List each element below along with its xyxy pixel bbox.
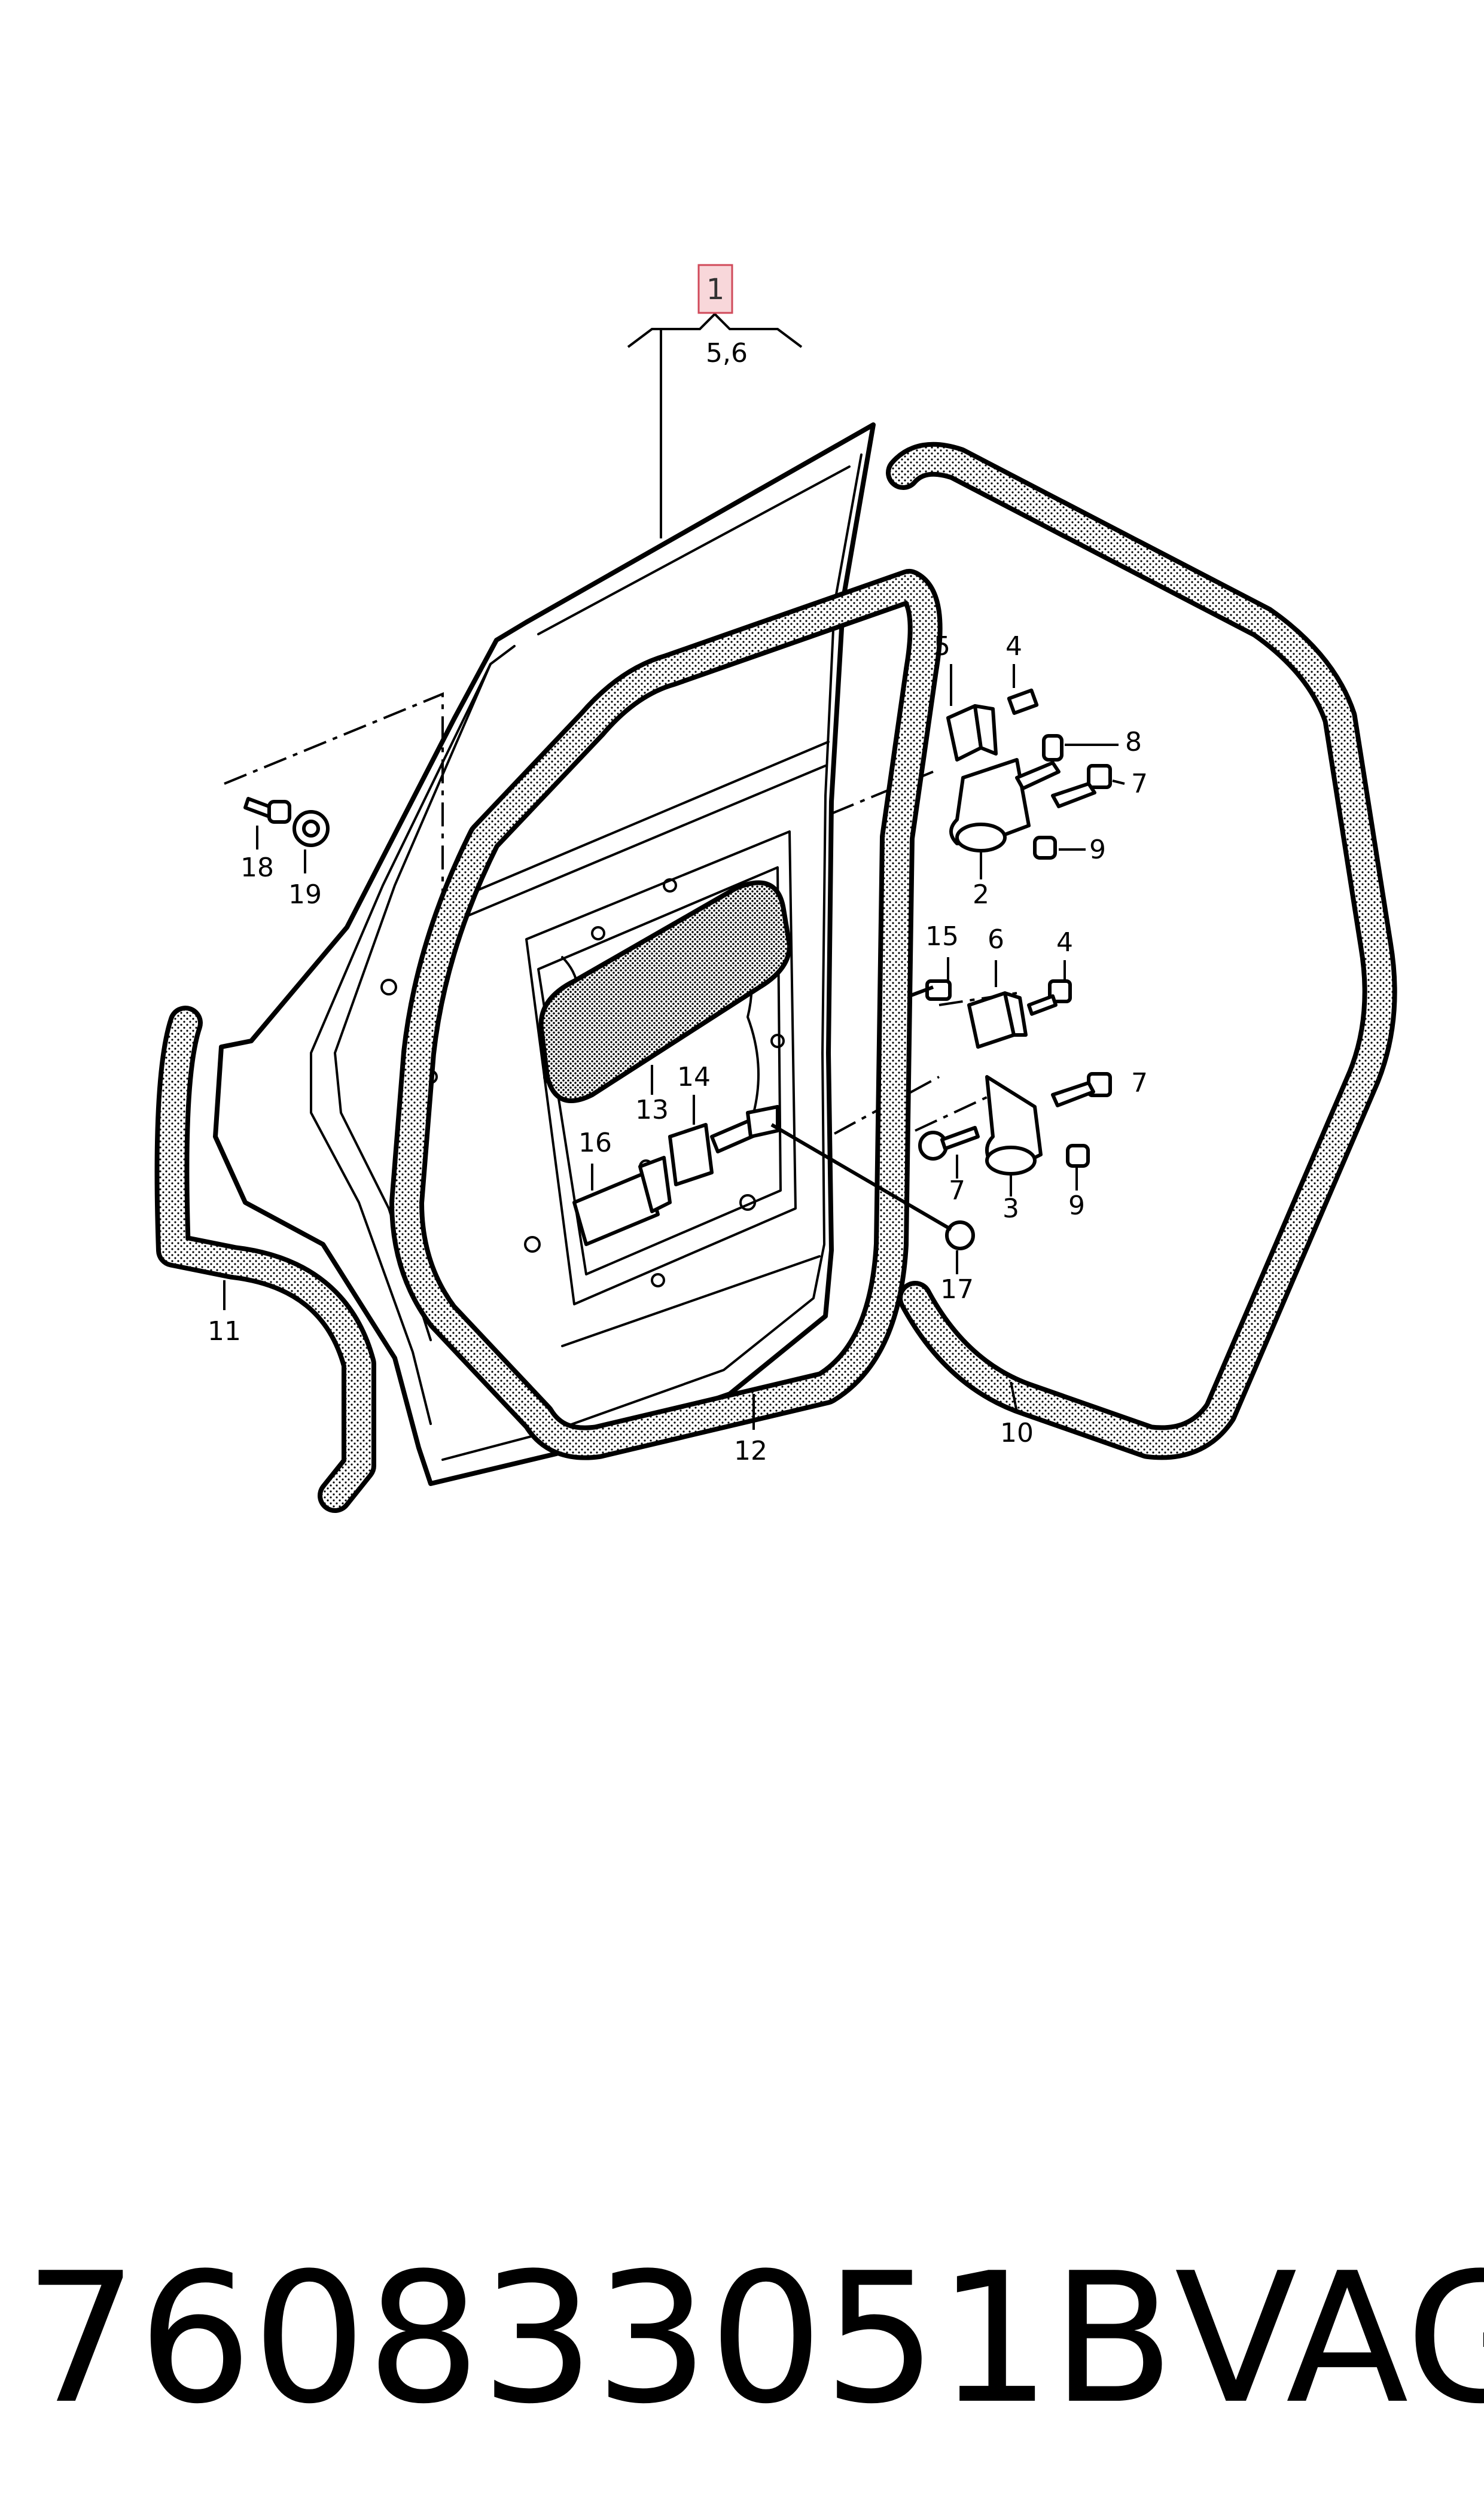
door-shell bbox=[213, 422, 876, 1486]
callout-7b: 7 bbox=[1131, 1068, 1148, 1098]
door-seal-12 bbox=[389, 569, 943, 1460]
callout-14: 14 bbox=[677, 1062, 711, 1092]
svg-text:1: 1 bbox=[706, 273, 725, 306]
top-bracket bbox=[627, 312, 803, 538]
callout-1: 1 bbox=[697, 264, 733, 314]
callout-9b: 9 bbox=[1068, 1191, 1085, 1221]
part-footer: 760833051B VAG bbox=[24, 2225, 1484, 2453]
part-number: 760833051B bbox=[24, 2234, 1175, 2443]
body-seal-10 bbox=[886, 442, 1397, 1460]
brand-name: VAG bbox=[1174, 2234, 1484, 2443]
callout-17: 17 bbox=[940, 1274, 974, 1305]
seal-11 bbox=[154, 1006, 376, 1513]
callout-4b: 4 bbox=[1056, 927, 1073, 958]
callout-7c: 7 bbox=[949, 1176, 965, 1206]
screw-washer bbox=[243, 797, 330, 873]
callout-16: 16 bbox=[578, 1128, 612, 1158]
door-check bbox=[572, 1065, 975, 1274]
callout-6: 6 bbox=[988, 924, 1004, 955]
callout-2: 2 bbox=[973, 879, 989, 910]
callout-8: 8 bbox=[1125, 727, 1142, 757]
callout-3: 3 bbox=[1002, 1193, 1019, 1224]
hinge-lower bbox=[908, 957, 1112, 1196]
door-pad bbox=[538, 880, 793, 1103]
callout-9a: 9 bbox=[1089, 835, 1106, 865]
callout-5-6: 5,6 bbox=[706, 338, 748, 369]
callout-19: 19 bbox=[288, 879, 322, 910]
callout-5: 5 bbox=[934, 631, 950, 662]
callout-12: 12 bbox=[734, 1436, 767, 1466]
callout-7a: 7 bbox=[1131, 769, 1148, 799]
callout-11: 11 bbox=[208, 1316, 241, 1347]
callout-18: 18 bbox=[240, 852, 274, 883]
hinge-upper bbox=[946, 664, 1125, 879]
callout-15: 15 bbox=[925, 921, 959, 952]
callout-4a: 4 bbox=[1005, 631, 1022, 662]
callout-10: 10 bbox=[1000, 1418, 1034, 1448]
callout-13: 13 bbox=[635, 1095, 669, 1125]
